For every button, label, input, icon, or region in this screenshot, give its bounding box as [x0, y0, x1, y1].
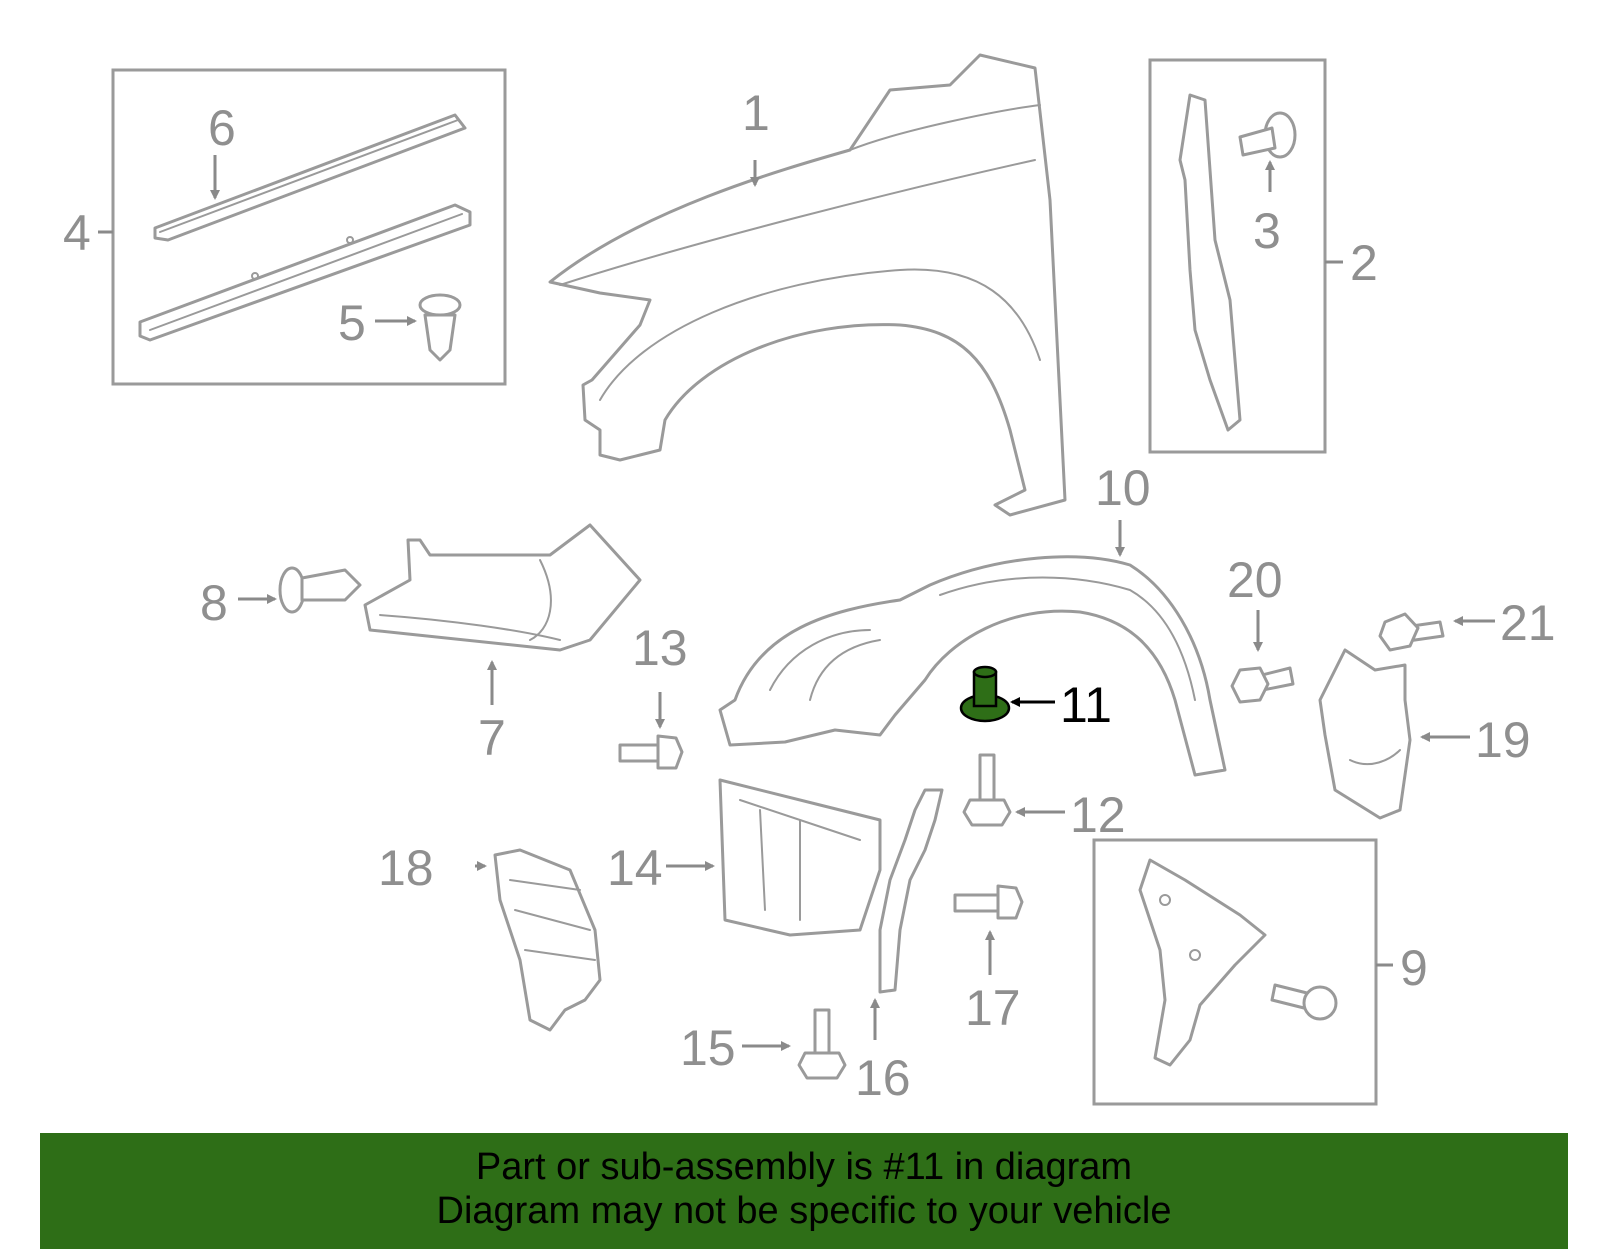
bolt-part-9	[1270, 983, 1338, 1021]
callout-labels: 1 2 3 4 5 6 7 8 9 10 11 12 13 14 15 16 1…	[63, 85, 1556, 1106]
callout-5: 5	[338, 295, 366, 351]
bracket-rail-part	[138, 203, 472, 342]
callout-12: 12	[1070, 787, 1126, 843]
callout-20: 20	[1227, 552, 1283, 608]
callout-14: 14	[607, 840, 663, 896]
callout-11: 11	[1060, 677, 1112, 733]
inset-box-2	[1148, 58, 1327, 454]
callout-17: 17	[965, 980, 1021, 1036]
callout-6: 6	[208, 100, 236, 156]
bolt-part-13	[618, 734, 684, 770]
seal-part	[1178, 93, 1242, 432]
bolt-part-15	[797, 1008, 847, 1080]
callout-9: 9	[1400, 940, 1428, 996]
callout-16: 16	[855, 1050, 911, 1106]
callout-15: 15	[680, 1020, 736, 1076]
callout-4: 4	[63, 205, 91, 261]
callout-13: 13	[632, 620, 688, 676]
inset-box-4	[111, 68, 507, 386]
mud-flap-part-19	[1318, 648, 1412, 820]
info-banner: Part or sub-assembly is #11 in diagram D…	[40, 1133, 1568, 1249]
callout-7: 7	[478, 710, 506, 766]
banner-line-1: Part or sub-assembly is #11 in diagram	[475, 1146, 1133, 1188]
callout-10: 10	[1095, 460, 1151, 516]
shield-part-7	[363, 523, 642, 652]
inset-box-9	[1092, 838, 1378, 1106]
clip-part-3	[1238, 111, 1297, 159]
bolt-part-20	[1230, 666, 1295, 704]
callout-1: 1	[742, 85, 770, 141]
liner-part-10	[718, 555, 1227, 777]
callout-8: 8	[200, 575, 228, 631]
shield-part-14	[718, 778, 882, 937]
callout-3: 3	[1253, 203, 1281, 259]
callout-2: 2	[1350, 235, 1378, 291]
callout-18: 18	[378, 840, 434, 896]
molding-part-6	[153, 113, 467, 242]
banner-line-2: Diagram may not be specific to your vehi…	[436, 1190, 1172, 1232]
fender-part	[548, 53, 1067, 517]
strip-part-16	[878, 788, 944, 994]
callout-19: 19	[1475, 712, 1531, 768]
clip-part-5	[418, 293, 462, 362]
highlighted-part-11	[959, 665, 1011, 723]
deflector-part-18	[493, 848, 602, 1032]
leader-lines	[98, 155, 1495, 1051]
bolt-part-12	[962, 753, 1012, 827]
clip-part-8	[278, 566, 362, 614]
bolt-part-17	[953, 884, 1024, 920]
bracket-part-9	[1138, 858, 1267, 1067]
bolt-part-21	[1378, 612, 1445, 652]
callout-21: 21	[1500, 595, 1556, 651]
